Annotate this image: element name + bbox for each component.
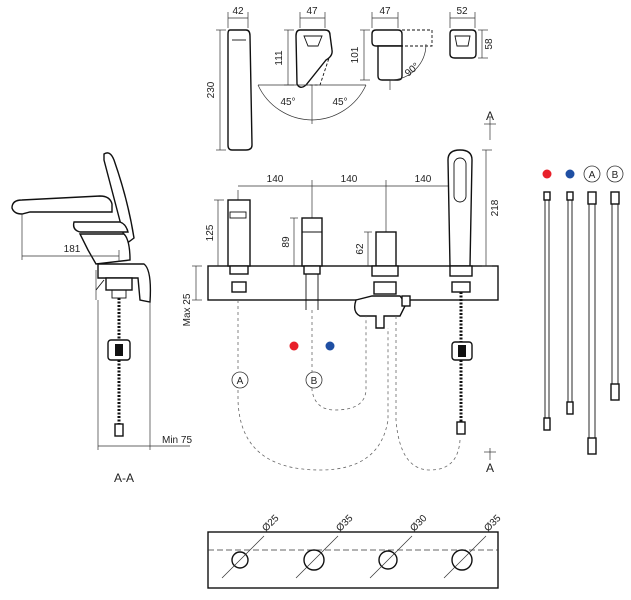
section-title-label: A-A: [114, 471, 134, 485]
top-view-diverter: 47 101 90°: [350, 6, 433, 90]
spout-front-height-label: 125: [205, 224, 216, 241]
spout-height-label: 230: [206, 81, 217, 98]
max-thickness-label: Max 25: [182, 293, 193, 326]
mixer-angle-right-label: 45°: [332, 97, 347, 108]
hose-label-a: A: [589, 170, 596, 181]
hot-water-marker: [289, 341, 299, 351]
spacing-2-label: 140: [341, 174, 358, 185]
front-mixer: [301, 217, 323, 267]
mixer-width-label: 47: [306, 6, 318, 17]
side-min-depth-label: Min 75: [162, 435, 192, 446]
spout-width-label: 42: [232, 6, 244, 17]
diverter-width-label: 47: [379, 6, 391, 17]
cutout-plate: [207, 531, 499, 589]
cutout-diameter-1: Ø25: [260, 513, 281, 534]
deck-plate: [207, 265, 499, 301]
shower-handle-height-label: 58: [484, 38, 495, 50]
mixer-height-label: 111: [274, 50, 285, 66]
hose-cold-marker: [565, 169, 575, 179]
top-view-spout: 42 230: [206, 6, 253, 151]
cutout-diameter-4: Ø35: [482, 513, 503, 534]
shower-front-height-label: 218: [490, 199, 501, 216]
front-shower-handle: [447, 149, 473, 267]
diverter-height-label: 101: [350, 46, 361, 63]
top-view-mixer: 47 111 45° 45°: [257, 6, 367, 124]
deck-cutout-plan: Ø25 Ø35 Ø30 Ø35: [207, 513, 504, 589]
front-spout: [227, 199, 251, 267]
cutout-diameter-2: Ø35: [334, 513, 355, 534]
cutout-diameter-3: Ø30: [408, 513, 429, 534]
supply-hoses: A B: [542, 165, 624, 455]
hose-label-b: B: [612, 170, 619, 181]
mixer-front-height-label: 89: [281, 236, 292, 248]
section-marker-top: A: [486, 109, 494, 123]
spacing-3-label: 140: [415, 174, 432, 185]
callout-b: B: [311, 376, 318, 387]
top-view-shower-handle: 52 58: [449, 6, 495, 59]
front-view: 140 140 140 Max 25 125 89 62: [182, 109, 501, 475]
front-diverter: [375, 231, 397, 267]
mixer-angle-left-label: 45°: [280, 97, 295, 108]
shower-handle-width-label: 52: [456, 6, 468, 17]
section-marker-bottom: A: [486, 461, 494, 475]
callout-a: A: [237, 376, 244, 387]
hose-hot-marker: [542, 169, 552, 179]
diverter-front-height-label: 62: [355, 243, 366, 255]
side-section-view: 181 Min 75 A-A: [11, 152, 192, 485]
cold-water-marker: [325, 341, 335, 351]
side-reach-label: 181: [64, 244, 81, 255]
spacing-1-label: 140: [267, 174, 284, 185]
